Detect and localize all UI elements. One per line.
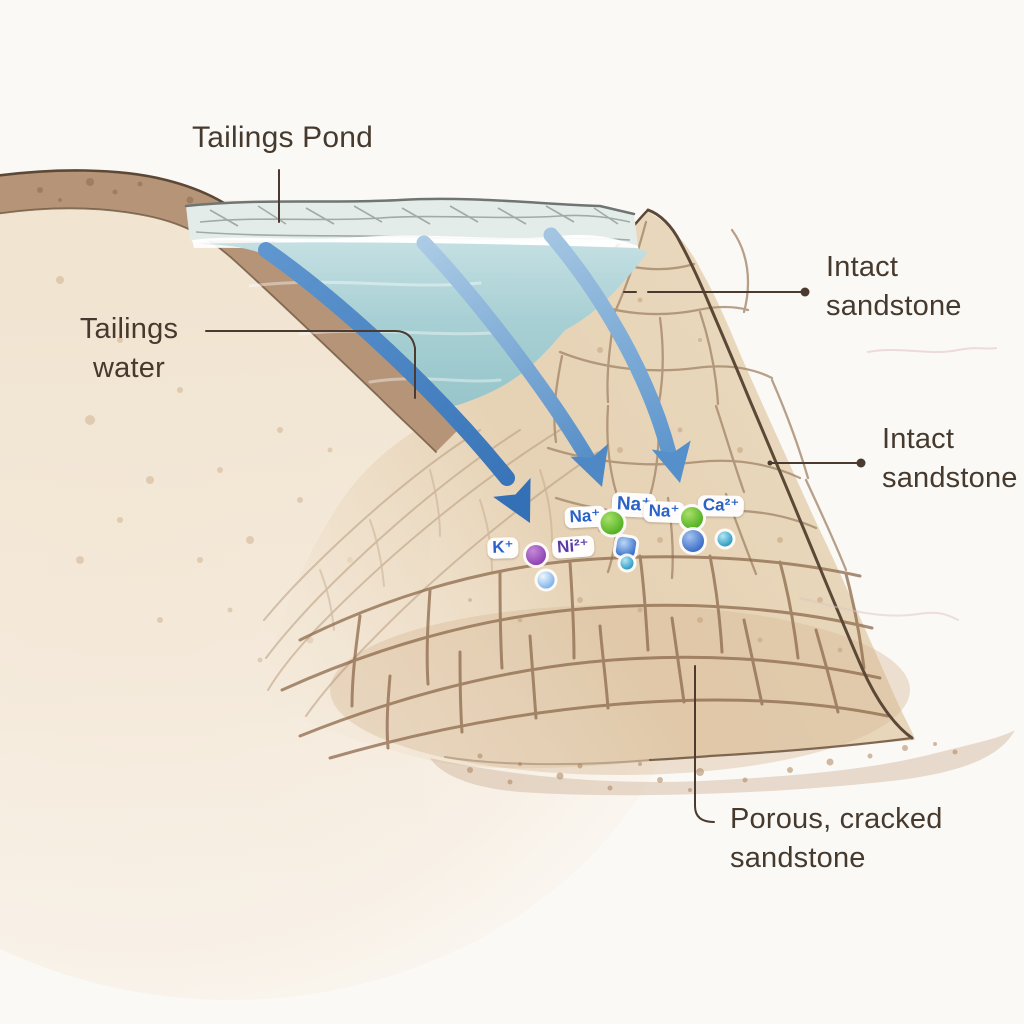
label-porous-cracked-sandstone: Porous, cracked sandstone bbox=[730, 803, 943, 875]
pond-crust-outline bbox=[184, 197, 636, 216]
label-tailings-water: Tailings water bbox=[79, 313, 179, 385]
intact-upper-leader-dot bbox=[800, 287, 810, 297]
ion-crystal-icon bbox=[615, 536, 637, 558]
intact-right-leader-dot bbox=[856, 458, 866, 468]
seepage-arrows bbox=[258, 227, 691, 523]
dam-body bbox=[0, 208, 436, 980]
sandstone-lower-tint bbox=[330, 605, 910, 775]
intact-right-leader-start-dot bbox=[767, 460, 773, 466]
sandstone-body bbox=[262, 212, 915, 769]
sandstone-cracks-lower bbox=[280, 554, 890, 760]
sandstone-speckles bbox=[468, 297, 843, 653]
sandstone-cracks-diagonal bbox=[263, 429, 599, 717]
ion-label-k: K⁺ bbox=[487, 536, 519, 560]
label-tailings-pond: Tailings Pond bbox=[192, 121, 374, 154]
seepage-arrow-2 bbox=[416, 235, 609, 487]
pink-squiggles bbox=[799, 347, 997, 621]
droplet-2-icon bbox=[717, 531, 733, 547]
leader-lines bbox=[205, 169, 866, 823]
porous-leader-line bbox=[694, 665, 715, 823]
pond-water bbox=[196, 242, 648, 406]
ion-label-ca: Ca²⁺ bbox=[697, 495, 745, 517]
ion-label-na-3: Na⁺ bbox=[643, 500, 685, 524]
ion-sphere-green-icon bbox=[600, 511, 624, 535]
label-intact-sandstone-upper: Intact sandstone bbox=[826, 251, 962, 323]
pond-crust bbox=[186, 198, 638, 246]
ion-sphere-blue-icon bbox=[682, 530, 704, 552]
seepage-arrow-3 bbox=[543, 227, 691, 483]
tailings-water-leader-line bbox=[205, 330, 416, 399]
ion-label-na-1: Na⁺ bbox=[564, 505, 606, 529]
ion-sphere-purple-icon bbox=[526, 545, 546, 565]
seepage-arrow-1 bbox=[258, 242, 531, 523]
ion-sphere-light-icon bbox=[537, 571, 555, 589]
ion-label-ni: Ni²⁺ bbox=[551, 535, 595, 559]
sediment-speckles bbox=[467, 742, 958, 792]
droplet-icon bbox=[620, 556, 634, 570]
label-intact-sandstone-right: Intact sandstone bbox=[882, 423, 1018, 495]
sediment-fringe bbox=[430, 730, 1015, 796]
ion-sphere-green-2-icon bbox=[681, 507, 703, 529]
